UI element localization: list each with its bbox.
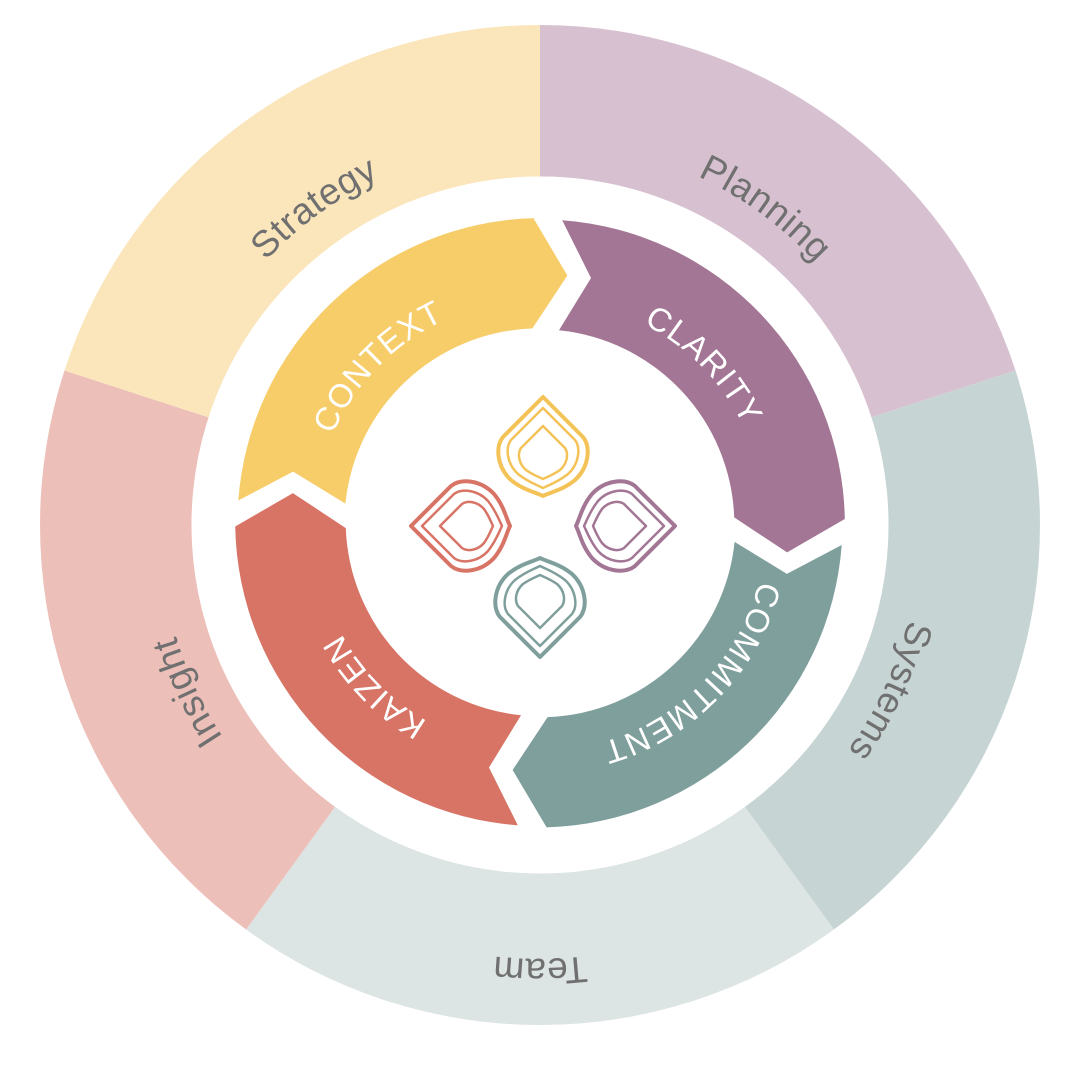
outer-label-team: Team	[491, 948, 589, 991]
outer-segment-systems	[744, 370, 1040, 930]
outer-segment-team	[246, 806, 834, 1025]
petal-bottom-mid	[503, 564, 577, 648]
outer-ring	[40, 25, 1040, 1025]
petal-left-mid	[420, 489, 504, 563]
outer-segment-strategy	[64, 25, 540, 418]
petal-left-outer	[409, 479, 512, 573]
petal-left-inner	[438, 500, 495, 552]
inner-arrow-context	[238, 218, 568, 504]
petal-top-inner	[517, 424, 569, 481]
petal-right-inner	[591, 500, 648, 552]
inner-arrow-clarity	[559, 220, 845, 553]
petal-top-outer	[496, 395, 590, 498]
petal-right-outer	[574, 479, 677, 573]
inner-ring	[235, 218, 845, 828]
petal-bottom-inner	[514, 573, 566, 630]
inner-arrow-kaizen	[235, 493, 521, 826]
petal-bottom-outer	[493, 556, 587, 659]
outer-segment-insight	[40, 370, 336, 930]
outer-segment-planning	[540, 25, 1016, 418]
four-petal-logo-icon	[409, 395, 677, 659]
inner-arrow-commitment	[512, 541, 842, 828]
petal-top-mid	[506, 406, 580, 490]
petal-right-mid	[582, 489, 666, 563]
